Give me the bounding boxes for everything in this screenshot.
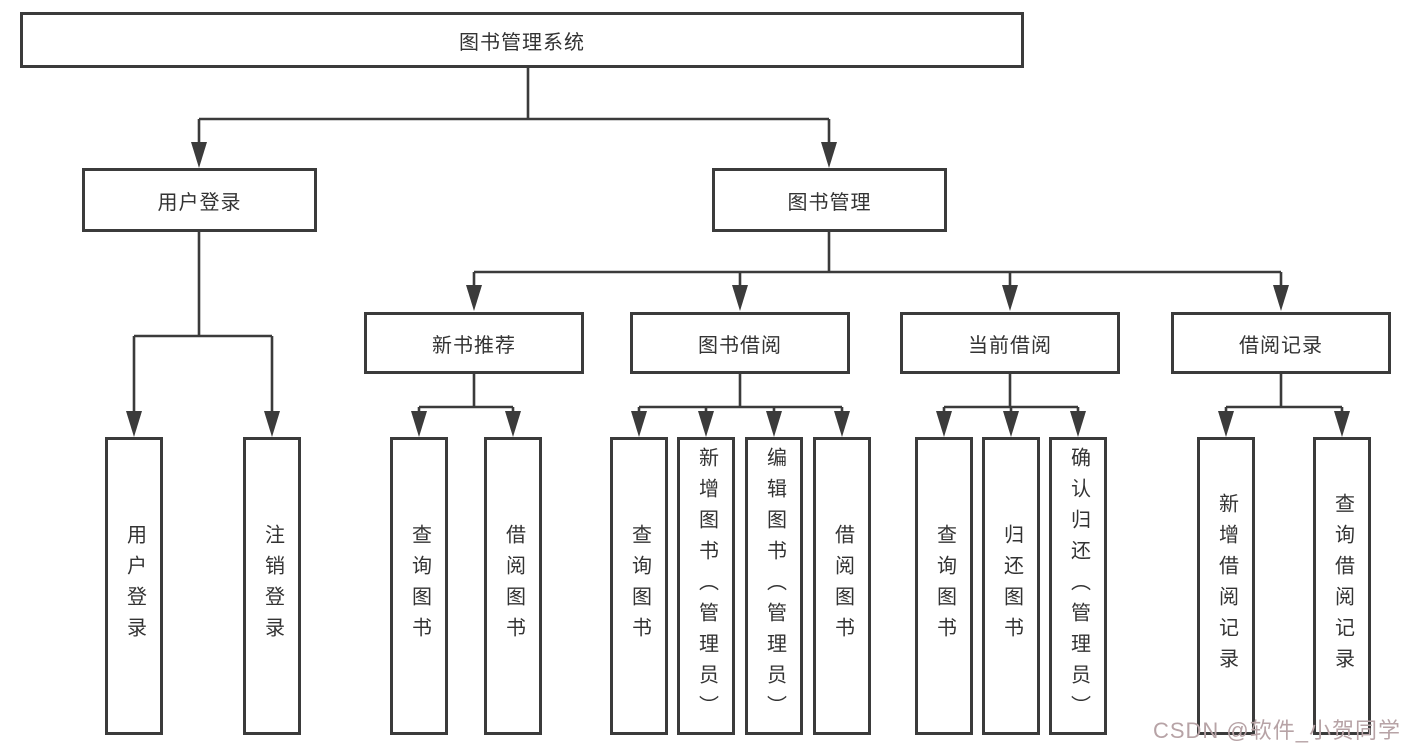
node-label: 归还图书 xyxy=(1000,524,1023,648)
node-label: 新增图书（管理员） xyxy=(695,446,718,726)
arrowhead xyxy=(698,411,714,437)
connector-borrow-record-to-leaves xyxy=(1218,374,1350,437)
arrowhead xyxy=(264,411,280,437)
node-user-login: 用户登录 xyxy=(82,168,317,232)
node-book-management: 图书管理 xyxy=(712,168,947,232)
node-label: 借阅图书 xyxy=(502,524,525,648)
node-current-borrow: 当前借阅 xyxy=(900,312,1120,374)
leaf-user-login: 用户登录 xyxy=(105,437,163,735)
node-label: 查询图书 xyxy=(628,524,651,648)
arrowhead xyxy=(1070,411,1086,437)
leaf-borrow-book-2: 借阅图书 xyxy=(813,437,871,735)
arrowhead xyxy=(411,411,427,437)
leaf-query-book-1: 查询图书 xyxy=(390,437,448,735)
leaf-borrow-book-1: 借阅图书 xyxy=(484,437,542,735)
node-label: 确认归还（管理员） xyxy=(1067,446,1090,726)
arrowhead xyxy=(821,142,837,168)
arrowhead xyxy=(631,411,647,437)
node-label: 借阅记录 xyxy=(1239,334,1323,357)
arrowhead xyxy=(1218,411,1234,437)
node-new-book-recommend: 新书推荐 xyxy=(364,312,584,374)
arrowhead xyxy=(1002,285,1018,311)
node-borrow-record: 借阅记录 xyxy=(1171,312,1391,374)
arrowhead xyxy=(732,285,748,311)
arrowhead xyxy=(191,142,207,168)
leaf-add-borrow-record: 新增借阅记录 xyxy=(1197,437,1255,735)
leaf-query-borrow-record: 查询借阅记录 xyxy=(1313,437,1371,735)
node-label: 新增借阅记录 xyxy=(1215,493,1238,679)
arrowhead xyxy=(1273,285,1289,311)
node-label: 查询图书 xyxy=(408,524,431,648)
node-book-borrow: 图书借阅 xyxy=(630,312,850,374)
node-system-root: 图书管理系统 xyxy=(20,12,1024,68)
node-label: 当前借阅 xyxy=(968,334,1052,357)
node-label: 注销登录 xyxy=(261,524,284,648)
arrowhead xyxy=(505,411,521,437)
node-label: 图书管理 xyxy=(787,191,872,214)
node-label: 查询借阅记录 xyxy=(1331,493,1354,679)
node-label: 编辑图书（管理员） xyxy=(763,446,786,726)
leaf-add-book-admin: 新增图书（管理员） xyxy=(677,437,735,735)
watermark: CSDN @软件_小贺同学 xyxy=(1152,718,1401,743)
node-label: 图书管理系统 xyxy=(459,31,585,54)
leaf-query-book-2: 查询图书 xyxy=(610,437,668,735)
arrowhead xyxy=(126,411,142,437)
arrowhead xyxy=(936,411,952,437)
node-label: 查询图书 xyxy=(933,524,956,648)
node-label: 用户登录 xyxy=(123,524,146,648)
arrowhead xyxy=(834,411,850,437)
leaf-confirm-return-admin: 确认归还（管理员） xyxy=(1049,437,1107,735)
connector-root-to-level2 xyxy=(191,68,837,168)
node-label: 新书推荐 xyxy=(432,334,516,357)
node-label: 用户登录 xyxy=(157,191,242,214)
arrowhead xyxy=(1334,411,1350,437)
arrowhead xyxy=(1003,411,1019,437)
leaf-return-book: 归还图书 xyxy=(982,437,1040,735)
node-label: 借阅图书 xyxy=(831,524,854,648)
connector-book-management-to-level3 xyxy=(466,232,1289,311)
leaf-edit-book-admin: 编辑图书（管理员） xyxy=(745,437,803,735)
leaf-logout: 注销登录 xyxy=(243,437,301,735)
connector-user-login-to-leaves xyxy=(126,232,280,437)
leaf-query-book-3: 查询图书 xyxy=(915,437,973,735)
arrowhead xyxy=(466,285,482,311)
connector-book-borrow-to-leaves xyxy=(631,374,850,437)
connector-current-borrow-to-leaves xyxy=(936,374,1086,437)
node-label: 图书借阅 xyxy=(698,334,782,357)
arrowhead xyxy=(766,411,782,437)
connector-new-book-recommend-to-leaves xyxy=(411,374,521,437)
